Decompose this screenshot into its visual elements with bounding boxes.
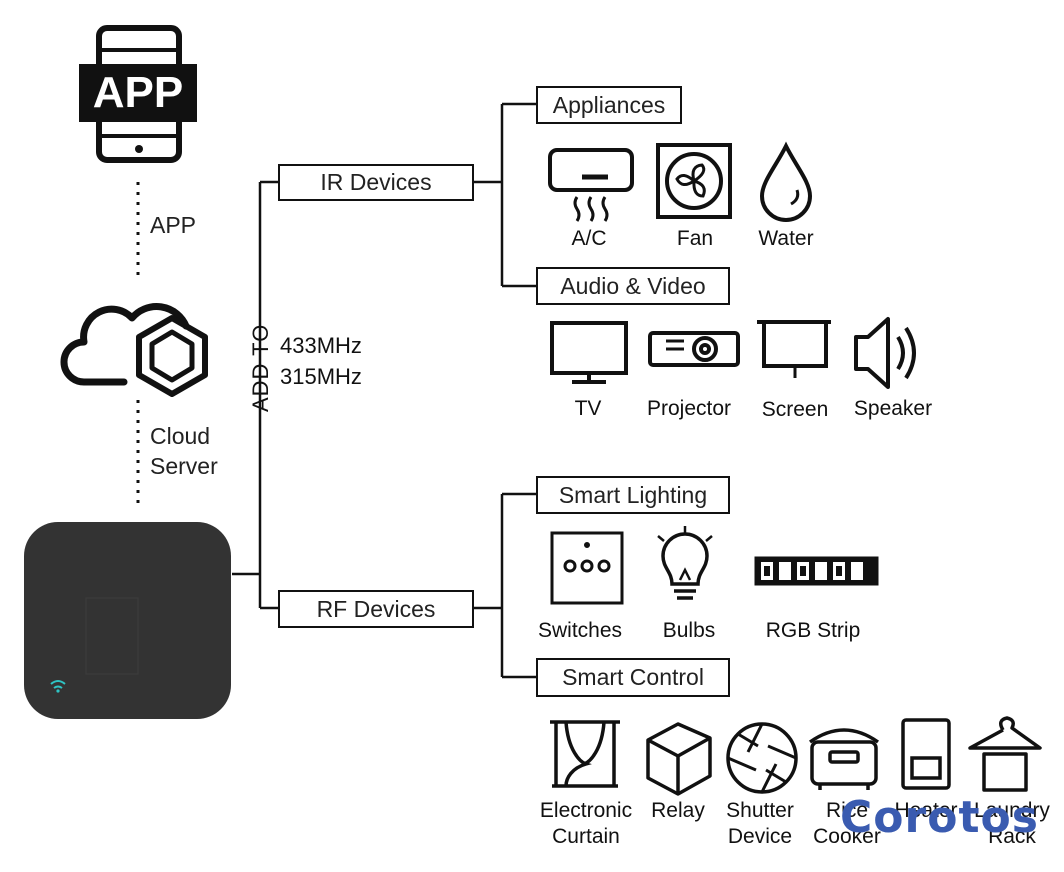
laundry-rack-icon	[968, 716, 1042, 792]
smart-lighting-box: Smart Lighting	[536, 476, 730, 514]
screen-caption: Screen	[761, 398, 829, 421]
laundry-rack-caption-line2: Rack	[988, 825, 1036, 848]
rice-cooker-caption-line2: Cooker	[813, 825, 881, 848]
ac-icon	[548, 148, 634, 222]
ac-caption: A/C	[571, 227, 607, 250]
curtain-caption-line1: Electronic	[539, 799, 633, 822]
phone-app-icon	[79, 25, 197, 163]
water-heater-icon	[901, 718, 951, 790]
rgb-strip-icon	[754, 556, 879, 586]
projector-caption: Projector	[646, 397, 732, 420]
curtain-icon	[550, 720, 620, 788]
heater-caption: Heater	[894, 799, 958, 822]
watermark-logo: Corotos	[840, 792, 1039, 843]
shutter-caption-line1: Shutter	[726, 799, 794, 822]
relay-caption: Relay	[651, 799, 705, 822]
bulbs-caption: Bulbs	[662, 619, 716, 642]
frequency-433: 433MHz	[280, 333, 362, 358]
audio-video-box: Audio & Video	[536, 267, 730, 305]
laundry-rack-caption-line1: Laundry	[974, 799, 1050, 822]
projection-screen-icon	[757, 320, 831, 378]
shutter-caption-line2: Device	[727, 825, 793, 848]
relay-cube-icon	[646, 722, 712, 796]
rf-devices-box: RF Devices	[278, 590, 474, 628]
tv-icon	[550, 321, 628, 384]
wifi-indicator-icon	[50, 680, 66, 689]
water-drop-icon	[759, 141, 813, 222]
rgb-strip-caption: RGB Strip	[765, 619, 861, 642]
cloud-server-icon	[60, 303, 208, 397]
shutter-aperture-icon	[726, 722, 798, 794]
water-caption: Water	[758, 227, 814, 250]
tv-caption: TV	[574, 397, 602, 420]
curtain-caption-line2: Curtain	[552, 825, 620, 848]
app-icon-label: APP	[92, 68, 184, 117]
projector-icon	[648, 331, 740, 367]
fan-icon	[656, 143, 732, 219]
cloud-label-line1: Cloud	[150, 423, 211, 449]
rice-cooker-caption-line1: Rice	[825, 799, 868, 822]
cloud-label-line2: Server	[150, 453, 218, 479]
frequency-315: 315MHz	[280, 364, 362, 389]
switches-caption: Switches	[537, 619, 623, 642]
appliances-box: Appliances	[536, 86, 682, 124]
smart-control-box: Smart Control	[536, 658, 730, 697]
ir-rf-hub-device	[24, 522, 231, 719]
add-to-label: ADD TO	[248, 323, 273, 412]
ir-devices-box: IR Devices	[278, 164, 474, 201]
fan-caption: Fan	[676, 227, 714, 250]
light-bulb-icon	[657, 526, 713, 600]
speaker-caption: Speaker	[853, 397, 933, 420]
wall-switch-icon	[550, 531, 624, 605]
rice-cooker-icon	[808, 728, 880, 790]
speaker-icon	[854, 317, 916, 389]
app-side-label: APP	[150, 212, 197, 238]
